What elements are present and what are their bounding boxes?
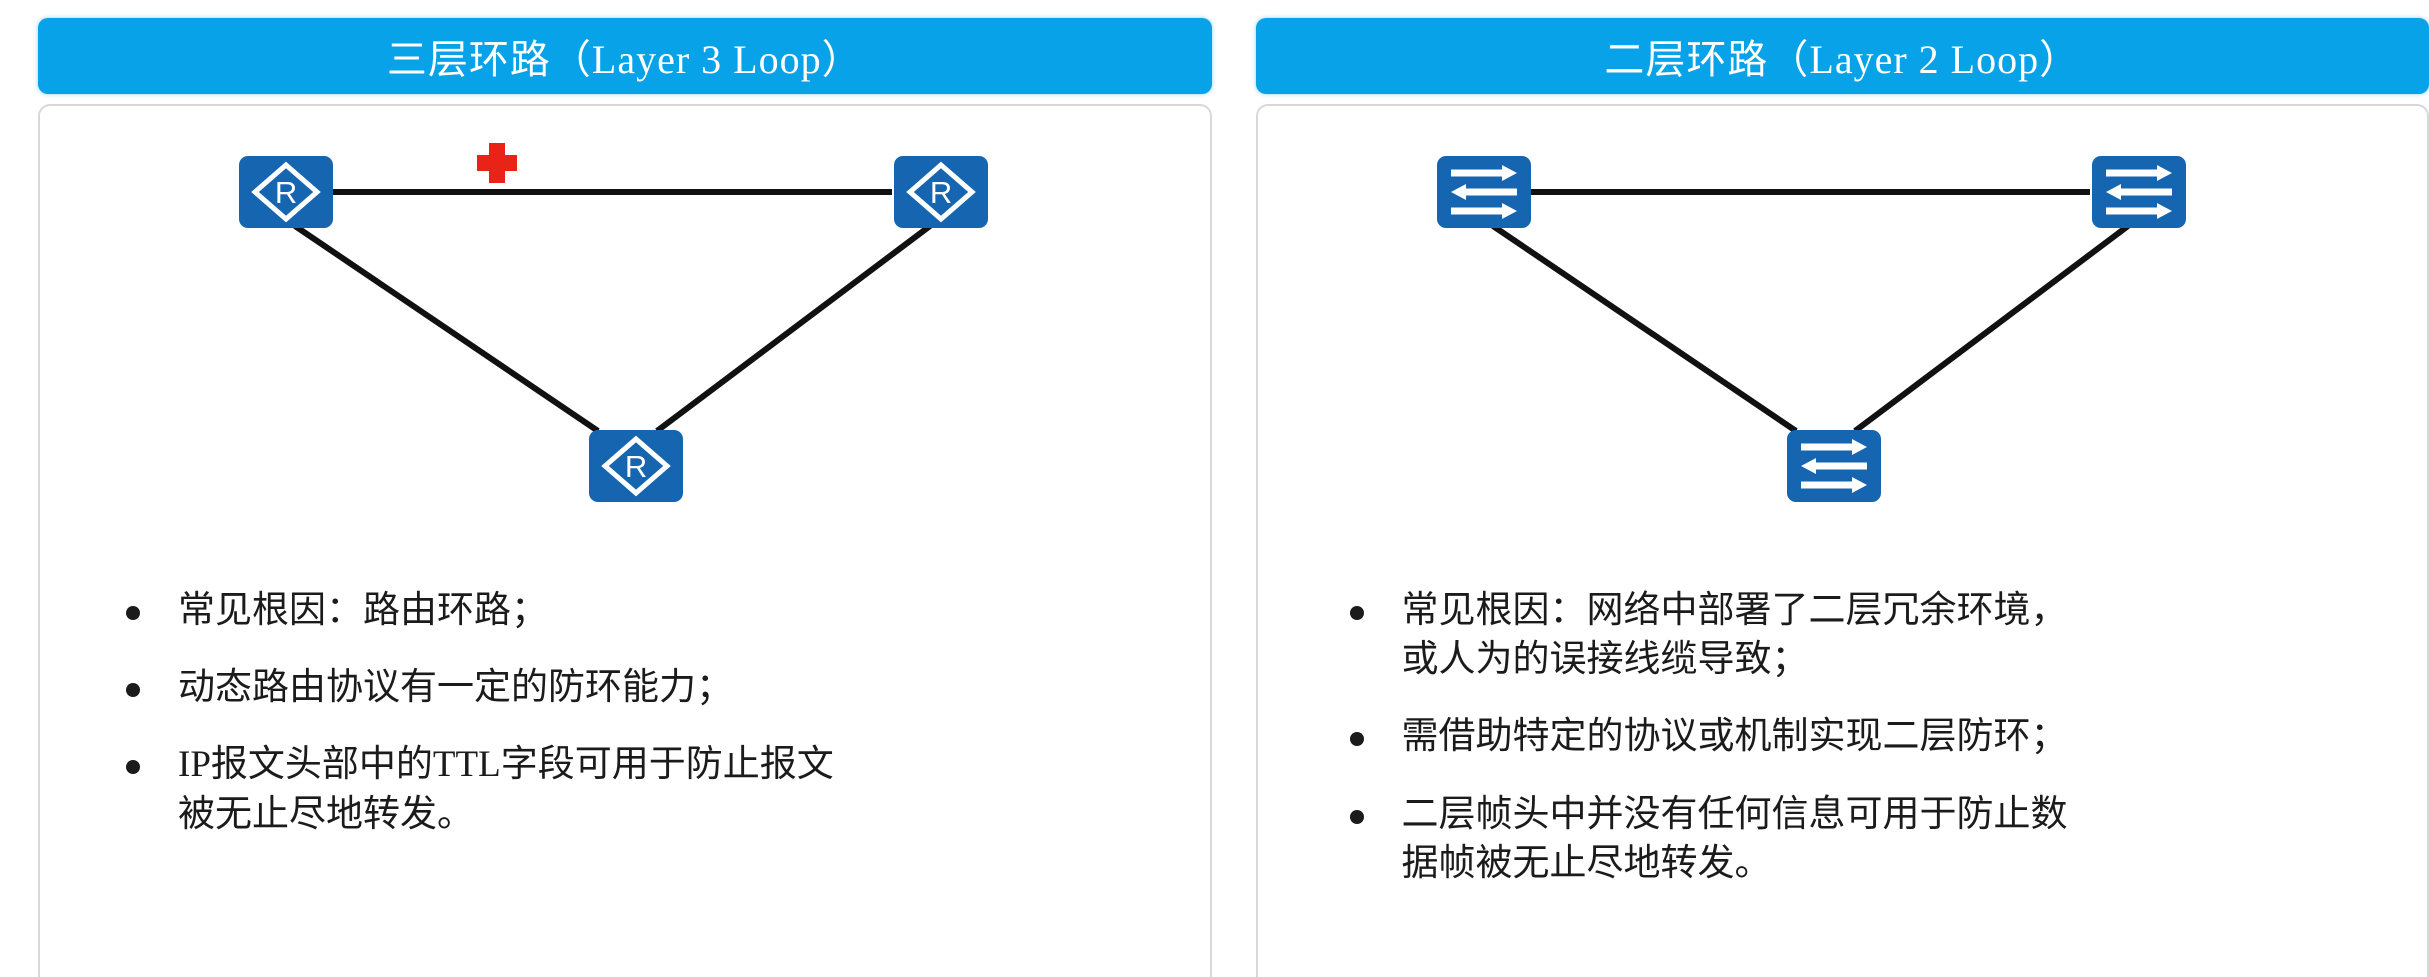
list-item: 需借助特定的协议或机制实现二层防环； bbox=[1349, 712, 2368, 761]
bullet-dot-icon bbox=[1349, 809, 1364, 824]
bullet-list-layer3: 常见根因：路由环路； 动态路由协议有一定的防环能力； IP报文头部中的TTL字段… bbox=[40, 576, 1210, 839]
panel-title-layer2: 二层环路（Layer 2 Loop） bbox=[1604, 37, 2081, 82]
bullet-dot-icon bbox=[1349, 606, 1364, 620]
bullet-text: 需借助特定的协议或机制实现二层防环； bbox=[1401, 716, 2068, 758]
switch-bottom[interactable] bbox=[1787, 430, 1881, 502]
router-top-right[interactable] bbox=[894, 156, 988, 228]
bullet-text: 二层帧头中并没有任何信息可用于防止数 据帧被无止尽地转发。 bbox=[1401, 793, 2068, 884]
link-right bbox=[1852, 223, 2130, 434]
list-item: 常见根因：路由环路； bbox=[126, 586, 1150, 635]
bullet-text: 常见根因：路由环路； bbox=[178, 590, 548, 631]
topology-diagram-layer2 bbox=[1258, 106, 2428, 576]
panel-body-layer2: 常见根因：网络中部署了二层冗余环境， 或人为的误接线缆导致； 需借助特定的协议或… bbox=[1255, 104, 2429, 977]
panel-header-layer2: 二层环路（Layer 2 Loop） bbox=[1255, 18, 2429, 94]
topology-diagram-layer3: R bbox=[40, 106, 1210, 576]
bullet-text: 常见根因：网络中部署了二层冗余环境， 或人为的误接线缆导致； bbox=[1401, 590, 2068, 681]
bullet-dot-icon bbox=[1349, 732, 1364, 747]
panel-layer3-loop: 三层环路（Layer 3 Loop） R bbox=[38, 18, 1212, 977]
list-item: 动态路由协议有一定的防环能力； bbox=[126, 663, 1150, 712]
switch-top-right[interactable] bbox=[2092, 156, 2186, 228]
bullet-dot-icon bbox=[126, 683, 140, 698]
panel-body-layer3: R bbox=[38, 104, 1212, 977]
bullet-dot-icon bbox=[126, 760, 140, 775]
red-cross-marker bbox=[477, 143, 517, 183]
link-left bbox=[1490, 223, 1798, 434]
bullet-text: IP报文头部中的TTL字段可用于防止报文 被无止尽地转发。 bbox=[178, 744, 834, 835]
link-left bbox=[293, 223, 600, 434]
bullet-dot-icon bbox=[126, 606, 140, 620]
panel-header-layer3: 三层环路（Layer 3 Loop） bbox=[38, 18, 1212, 94]
bullet-list-layer2: 常见根因：网络中部署了二层冗余环境， 或人为的误接线缆导致； 需借助特定的协议或… bbox=[1258, 576, 2428, 888]
switch-top-left[interactable] bbox=[1437, 156, 1531, 228]
list-item: IP报文头部中的TTL字段可用于防止报文 被无止尽地转发。 bbox=[126, 740, 1150, 838]
list-item: 二层帧头中并没有任何信息可用于防止数 据帧被无止尽地转发。 bbox=[1349, 790, 2368, 888]
router-bottom[interactable] bbox=[589, 430, 683, 502]
panel-layer2-loop: 二层环路（Layer 2 Loop） bbox=[1255, 18, 2429, 977]
link-right bbox=[655, 223, 932, 434]
bullet-text: 动态路由协议有一定的防环能力； bbox=[178, 667, 733, 709]
list-item: 常见根因：网络中部署了二层冗余环境， 或人为的误接线缆导致； bbox=[1349, 586, 2368, 684]
panel-title-layer3: 三层环路（Layer 3 Loop） bbox=[386, 37, 863, 82]
router-top-left[interactable] bbox=[239, 156, 333, 228]
